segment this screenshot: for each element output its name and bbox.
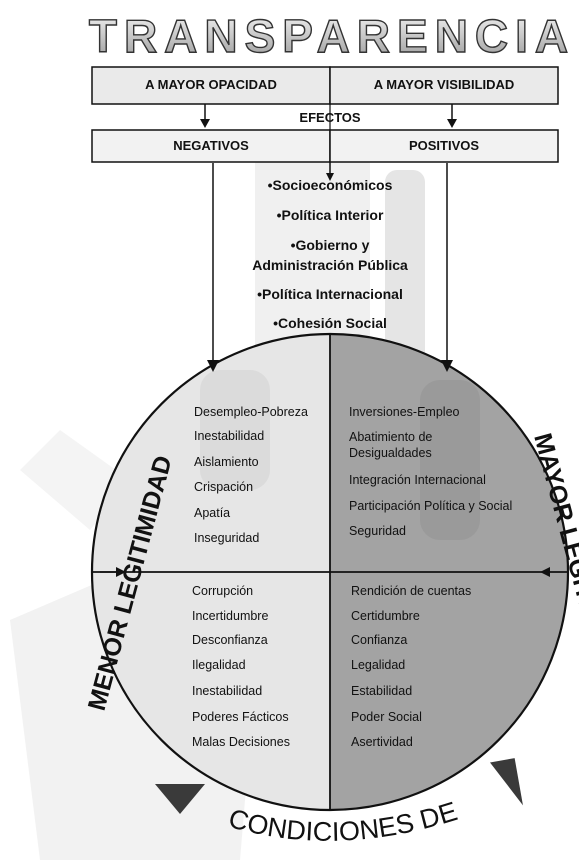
quadrant-item: Desconfianza [192, 633, 268, 647]
down-arrow-icon [207, 360, 219, 372]
quadrant-item: Integración Internacional [349, 473, 486, 487]
center-item: •Cohesión Social [273, 315, 387, 331]
quadrant-item: Abatimiento de [349, 430, 433, 444]
quadrant-item: Estabilidad [351, 684, 413, 698]
title-text: TRANSPARENCIA [89, 10, 575, 62]
center-item: •Política Interior [276, 207, 384, 223]
quadrant-item: Participación Política y Social [349, 499, 513, 513]
left-arrow-icon [116, 567, 126, 577]
quadrant-item: Confianza [351, 633, 408, 647]
label-mayor-opacidad: A MAYOR OPACIDAD [145, 77, 277, 92]
quadrant-item: Inestabilidad [194, 429, 265, 443]
label-positivos: POSITIVOS [408, 138, 480, 153]
triangle-left-icon [155, 784, 205, 814]
quadrant-item: Rendición de cuentas [351, 584, 472, 598]
center-item: •Política Internacional [257, 286, 403, 302]
quadrant-item: Legalidad [351, 658, 406, 672]
quadrant-item: Apatía [194, 506, 231, 520]
box-negativos [91, 129, 331, 163]
quadrant-item: Corrupción [192, 584, 254, 598]
center-item: •Gobierno y [290, 237, 370, 253]
quadrant-item: Asertividad [351, 735, 413, 749]
quadrant-item: Poderes Fácticos [192, 710, 289, 724]
label-mayor-visibilidad: A MAYOR VISIBILIDAD [373, 77, 515, 92]
quadrant-item: Malas Decisiones [192, 735, 290, 749]
label-efectos: EFECTOS [299, 110, 361, 125]
box-mayor-visibilidad [329, 66, 559, 105]
quadrant-item: Crispación [194, 480, 254, 494]
quadrant-item: Poder Social [351, 710, 422, 724]
box-positivos [329, 129, 559, 163]
quadrant-item: Inseguridad [194, 531, 260, 545]
quadrant-item: Desigualdades [349, 446, 432, 460]
quadrant-item: Desempleo-Pobreza [194, 405, 308, 419]
down-arrow-icon [447, 119, 457, 128]
center-item: Administración Pública [252, 257, 408, 273]
label-negativos: NEGATIVOS [173, 138, 249, 153]
down-arrow-icon [441, 360, 453, 372]
quadrant-item: Certidumbre [351, 609, 420, 623]
quadrant-item: Incertidumbre [192, 609, 269, 623]
right-arrow-icon [540, 567, 550, 577]
quadrant-item: Aislamiento [194, 455, 259, 469]
triangle-right-icon [490, 758, 523, 806]
quadrant-item: Inversiones-Empleo [349, 405, 460, 419]
quadrant-item: Inestabilidad [192, 684, 263, 698]
center-item: •Socioeconómicos [267, 177, 393, 193]
quadrant-item: Ilegalidad [192, 658, 246, 672]
down-arrow-icon [200, 119, 210, 128]
quadrant-item: Seguridad [349, 524, 406, 538]
